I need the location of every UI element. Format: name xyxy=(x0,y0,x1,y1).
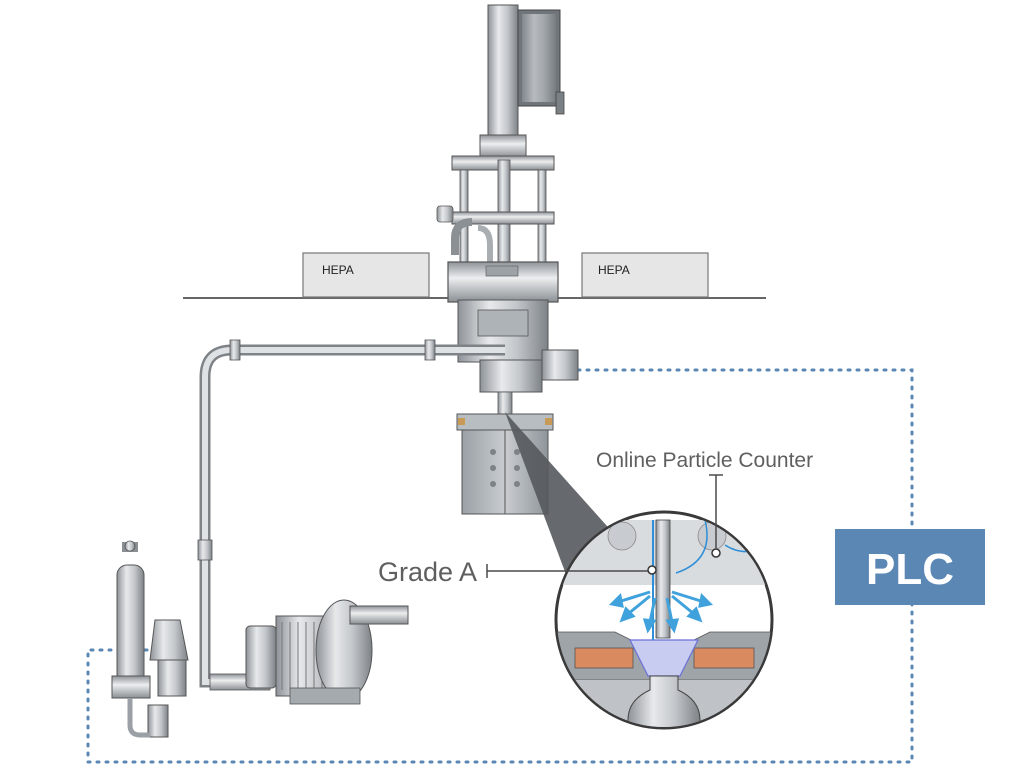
annotation-leaders xyxy=(486,474,723,578)
heater-block-left xyxy=(574,647,634,669)
air-piping xyxy=(197,339,505,691)
plc-control-line xyxy=(86,368,914,764)
plc-box: PLC xyxy=(835,529,985,605)
servo-actuator xyxy=(479,4,565,158)
grade-a-sensor-point xyxy=(647,565,657,575)
hepa-filter-left: HEPA xyxy=(302,252,430,298)
plc-label: PLC xyxy=(866,545,954,594)
guide-frame xyxy=(436,155,555,271)
hepa-filter-right: HEPA xyxy=(581,252,709,298)
online-particle-counter-label: Online Particle Counter xyxy=(596,449,813,472)
mold-block xyxy=(456,413,554,515)
filling-head-housing xyxy=(447,261,579,417)
heater-block-right xyxy=(693,647,755,669)
magnified-detail-view xyxy=(554,510,774,730)
blower-motor xyxy=(245,599,409,705)
airflow-arrows-icon xyxy=(608,590,714,634)
particle-counter-sensor-point xyxy=(711,548,721,558)
hepa-right-label: HEPA xyxy=(598,263,630,277)
sterile-filter-assembly xyxy=(111,540,189,738)
hepa-left-label: HEPA xyxy=(322,263,354,277)
grade-a-label: Grade A xyxy=(378,557,477,587)
